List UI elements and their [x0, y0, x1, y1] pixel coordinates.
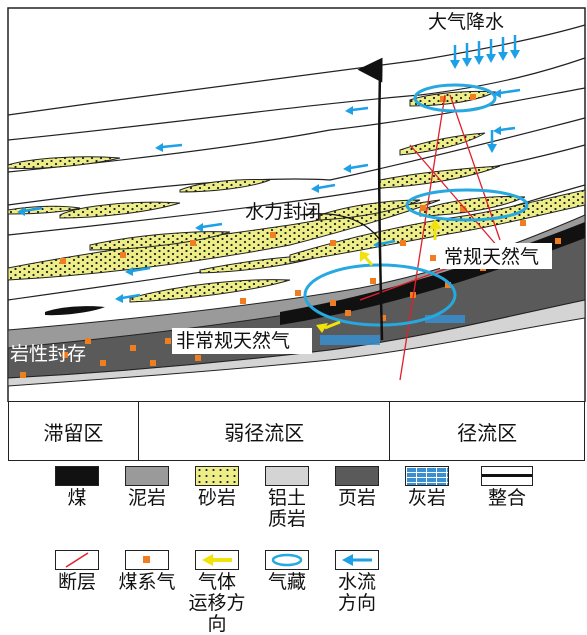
limestone-lens: [320, 335, 380, 345]
legend-conformity: 整合: [472, 466, 542, 509]
shale-swatch: [335, 466, 379, 486]
precipitation-label: 大气降水: [428, 11, 504, 33]
legend-gas-reservoir: 气藏: [252, 550, 322, 593]
legend-fault-label: 断层: [57, 571, 96, 593]
legend-shale-label: 页岩: [337, 487, 376, 509]
legend-water-flow: 水流 方向: [322, 550, 392, 614]
legend-sandstone: 砂岩: [182, 466, 252, 509]
unconventional-gas-label: 非常规天然气: [176, 330, 290, 352]
legend-coal-label: 煤: [67, 487, 87, 509]
coal-band: [280, 222, 585, 325]
legend-gas-migration-label: 气体 运移方向: [188, 571, 246, 635]
legend-shale: 页岩: [322, 466, 392, 509]
legend-limestone-label: 灰岩: [407, 487, 446, 509]
conformity-swatch: [481, 466, 533, 486]
limestone-swatch: [405, 466, 449, 486]
legend-coal: 煤: [42, 466, 112, 509]
legend-limestone: 灰岩: [392, 466, 462, 509]
coal-swatch: [55, 466, 99, 486]
coal-gas-swatch: [125, 550, 169, 570]
migration-branch-curve: [299, 213, 381, 241]
legend-coal-gas: 煤系气: [112, 550, 182, 593]
legend-mudstone-label: 泥岩: [127, 487, 166, 509]
gas-migration-arrows: [316, 219, 441, 333]
lithologic-seal-label: 岩性封存: [10, 343, 86, 365]
legend-water-flow-label: 水流 方向: [337, 571, 376, 614]
sandstone-lenses: [7, 90, 586, 303]
zone-runoff: 径流区: [457, 420, 518, 445]
sandstone-swatch: [195, 466, 239, 486]
bauxite-swatch: [265, 466, 309, 486]
legend-sandstone-label: 砂岩: [197, 487, 236, 509]
gas-reservoir-ellipse: [265, 550, 309, 570]
mudstone-swatch: [125, 466, 169, 486]
bauxite-band: [7, 299, 586, 387]
legend-gas-migration: 气体 运移方向: [182, 550, 252, 635]
legend-mudstone: 泥岩: [112, 466, 182, 509]
legend-bauxite: 铝土 质岩: [252, 466, 322, 530]
flow-zone-row: 滞留区 弱径流区 径流区: [8, 401, 585, 461]
limestone-lens: [425, 315, 465, 323]
fault-swatch: [55, 550, 99, 570]
coal-lens: [45, 306, 105, 316]
gas-migration-arrow: [195, 550, 239, 570]
legend-gas-reservoir-label: 气藏: [267, 571, 306, 593]
legend-bauxite-label: 铝土 质岩: [267, 487, 306, 530]
zone-stagnant: 滞留区: [9, 402, 140, 460]
cross-section-diagram: 大气降水 水力封闭 常规天然气 非常规天然气 岩性封存: [7, 7, 586, 402]
vertical-migration-arrow: [357, 57, 384, 341]
legend-coal-gas-label: 煤系气: [118, 571, 176, 593]
legend-fault: 断层: [42, 550, 112, 593]
water-flow-arrow: [335, 550, 379, 570]
hydraulic-seal-label: 水力封闭: [245, 201, 321, 223]
zone-weak-runoff: 弱径流区: [139, 402, 391, 460]
conventional-gas-label: 常规天然气: [444, 246, 539, 268]
legend-conformity-label: 整合: [487, 487, 526, 509]
legend: 煤 泥岩 砂岩 铝土 质岩 页岩 灰岩 整合 断层 煤系气: [0, 466, 587, 635]
